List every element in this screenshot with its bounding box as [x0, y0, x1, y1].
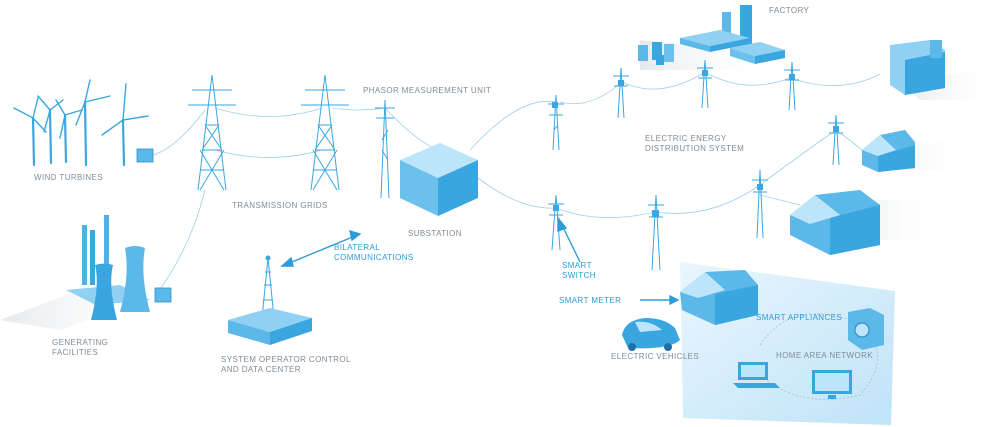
substation-label: SUBSTATION — [408, 229, 462, 238]
bilateral-communications-label: BILATERAL COMMUNICATIONS — [334, 243, 414, 262]
phasor-measurement-unit-label: PHASOR MEASUREMENT UNIT — [363, 86, 492, 95]
cooling-tower-icon — [66, 215, 172, 320]
smart-node-icons — [552, 70, 839, 217]
substation-cube-icon — [400, 143, 478, 216]
arrow-icon — [280, 216, 680, 306]
home-area-network-label: HOME AREA NETWORK — [776, 351, 874, 360]
factory-label: FACTORY — [769, 6, 810, 15]
transmission-tower-icon — [188, 74, 349, 191]
smart-meter-label: SMART METER — [559, 296, 622, 305]
smart-switch-label: SMART SWITCH — [562, 261, 596, 280]
utility-pole-icon — [548, 59, 844, 271]
electric-vehicles-label: ELECTRIC VEHICLES — [611, 352, 700, 361]
wind-turbine-icon — [13, 79, 154, 167]
utility-pole-icon — [375, 99, 395, 199]
system-operator-label: SYSTEM OPERATOR CONTROL AND DATA CENTER — [221, 355, 351, 374]
distribution-system-label: ELECTRIC ENERGY DISTRIBUTION SYSTEM — [645, 134, 745, 153]
power-lines — [149, 71, 881, 297]
factory-icon — [638, 5, 785, 65]
tv-icon — [812, 370, 852, 399]
wind-turbines-label: WIND TURBINES — [34, 173, 104, 182]
data-center-icon — [228, 255, 312, 345]
transmission-grids-label: TRANSMISSION GRIDS — [232, 201, 328, 210]
house-icon — [680, 40, 945, 325]
laptop-icon — [733, 362, 780, 388]
electric-car-icon — [622, 318, 680, 351]
washing-machine-icon — [848, 308, 884, 350]
smart-appliances-label: SMART APPLIANCES — [756, 313, 843, 322]
generating-facilities-label: GENERATING FACILITIES — [52, 338, 109, 357]
home-network-loop — [759, 313, 879, 400]
